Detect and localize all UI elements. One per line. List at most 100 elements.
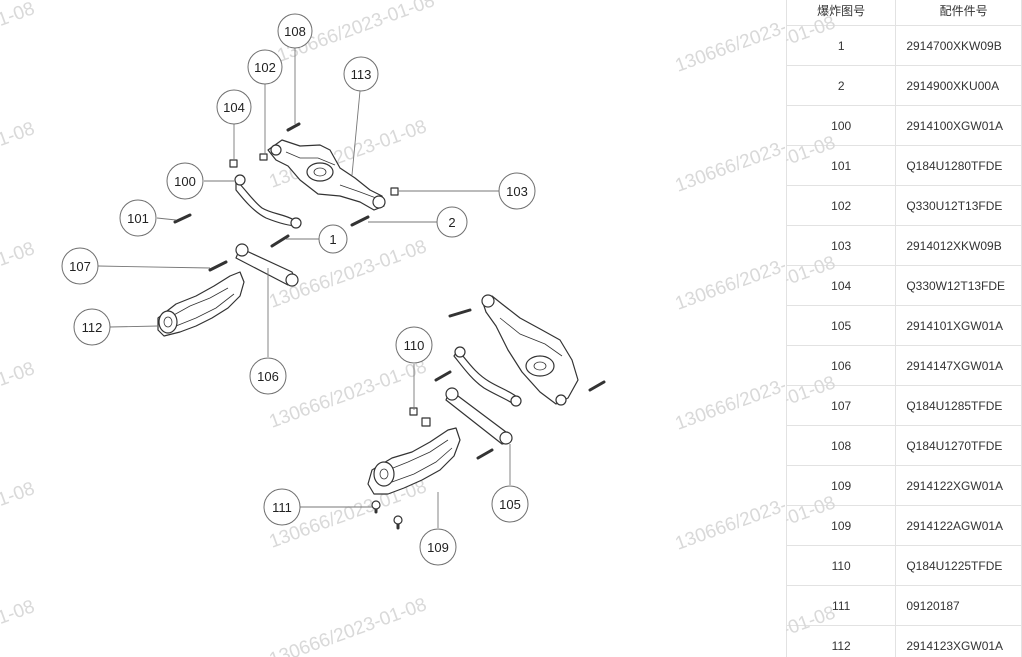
watermark: 130666/2023-01-08 bbox=[267, 594, 430, 657]
cell-part-number: Q330W12T13FDE bbox=[895, 265, 1022, 306]
callout-110[interactable]: 110 bbox=[395, 326, 433, 364]
callout-label: 1 bbox=[329, 232, 336, 247]
callout-label: 107 bbox=[69, 259, 91, 274]
column-header-part-number: 配件件号 bbox=[895, 0, 1022, 26]
link-bushing bbox=[285, 273, 299, 287]
cell-part-number: 2914122XGW01A bbox=[895, 465, 1022, 506]
callout-label: 110 bbox=[404, 338, 425, 353]
cell-part-number: 2914123XGW01A bbox=[895, 625, 1022, 657]
bolt-2 bbox=[350, 215, 370, 227]
callout-circle bbox=[318, 224, 348, 254]
trailing-arm-bushing bbox=[373, 461, 395, 487]
leader-lines bbox=[97, 47, 511, 528]
callout-113[interactable]: 113 bbox=[343, 56, 379, 92]
cell-part-number: Q330U12T13FDE bbox=[895, 185, 1022, 226]
cell-ref: 105 bbox=[786, 305, 897, 346]
link-bushing bbox=[290, 217, 302, 229]
control-arm-edge bbox=[499, 317, 563, 357]
callout-103[interactable]: 103 bbox=[498, 172, 536, 210]
control-arm-spring-seat-inner bbox=[533, 361, 547, 371]
cell-ref: 1 bbox=[786, 25, 897, 66]
callout-104[interactable]: 104 bbox=[216, 89, 252, 125]
watermark: 130666/2023-01-08 bbox=[673, 238, 785, 314]
trailing-arm-112 bbox=[157, 271, 245, 337]
bolt-108 bbox=[286, 122, 301, 132]
cell-part-number: Q184U1225TFDE bbox=[895, 545, 1022, 586]
trailing-arm-edge bbox=[387, 439, 449, 471]
callout-circle bbox=[119, 199, 157, 237]
callout-label: 102 bbox=[254, 60, 276, 75]
callout-label: 105 bbox=[499, 497, 521, 512]
column-header-ref: 爆炸图号 bbox=[786, 0, 897, 26]
nut bbox=[421, 417, 431, 427]
diagram-canvas: 130666/2023-01-08 130666/2023-01-08 1306… bbox=[0, 0, 785, 657]
callout-circle bbox=[491, 485, 529, 523]
watermark: 130666/2023-01-08 bbox=[0, 596, 38, 657]
control-arm-bushing bbox=[372, 195, 386, 209]
watermark: 130666/2023-01-08 bbox=[673, 120, 785, 196]
callout-111[interactable]: 111 bbox=[263, 488, 301, 526]
callout-circle bbox=[263, 488, 301, 526]
link-bushing bbox=[499, 431, 513, 445]
leader-line-101 bbox=[156, 217, 177, 221]
callout-label: 109 bbox=[427, 540, 449, 555]
cell-ref: 110 bbox=[786, 545, 897, 586]
leader-line-113 bbox=[351, 90, 361, 176]
cell-ref: 107 bbox=[786, 385, 897, 426]
cell-ref: 2 bbox=[786, 65, 897, 106]
leader-line-112 bbox=[109, 325, 159, 328]
callout-107[interactable]: 107 bbox=[61, 247, 99, 285]
callout-102[interactable]: 102 bbox=[247, 49, 283, 85]
callout-2[interactable]: 2 bbox=[436, 206, 468, 238]
cell-ref: 109 bbox=[786, 465, 897, 506]
callout-101[interactable]: 101 bbox=[119, 199, 157, 237]
bolt-lower bbox=[476, 448, 494, 460]
watermark: 130666/2023-01-08 bbox=[0, 478, 38, 554]
control-arm-edge bbox=[285, 151, 336, 166]
callout-label: 113 bbox=[351, 67, 372, 82]
callout-label: 112 bbox=[82, 320, 103, 335]
callout-label: 101 bbox=[127, 211, 149, 226]
callout-112[interactable]: 112 bbox=[73, 308, 111, 346]
callout-106[interactable]: 106 bbox=[249, 357, 287, 395]
link-bushing bbox=[234, 174, 246, 186]
bolt-110 bbox=[434, 370, 452, 382]
callout-circle bbox=[247, 49, 283, 85]
cell-ref: 101 bbox=[786, 145, 897, 186]
leader-line-107 bbox=[97, 265, 211, 269]
callout-1[interactable]: 1 bbox=[318, 224, 348, 254]
cell-ref: 102 bbox=[786, 185, 897, 226]
callout-108[interactable]: 108 bbox=[277, 13, 313, 49]
callout-109[interactable]: 109 bbox=[419, 528, 457, 566]
callout-label: 104 bbox=[223, 100, 245, 115]
cell-part-number: 2914900XKU00A bbox=[895, 65, 1022, 106]
table-header-row: 爆炸图号 配件件号 bbox=[786, 0, 1022, 26]
control-arm-spring-seat bbox=[306, 162, 334, 182]
bolt-head bbox=[393, 515, 403, 525]
callout-100[interactable]: 100 bbox=[166, 162, 204, 200]
callout-circle bbox=[166, 162, 204, 200]
callout-105[interactable]: 105 bbox=[491, 485, 529, 523]
watermark: 130666/2023-01-08 bbox=[0, 238, 38, 314]
cell-ref: 100 bbox=[786, 105, 897, 146]
trailing-arm-bushing-inner bbox=[379, 468, 389, 480]
cell-ref: 103 bbox=[786, 225, 897, 266]
cell-part-number: Q184U1280TFDE bbox=[895, 145, 1022, 186]
bolt-upper bbox=[448, 308, 472, 318]
